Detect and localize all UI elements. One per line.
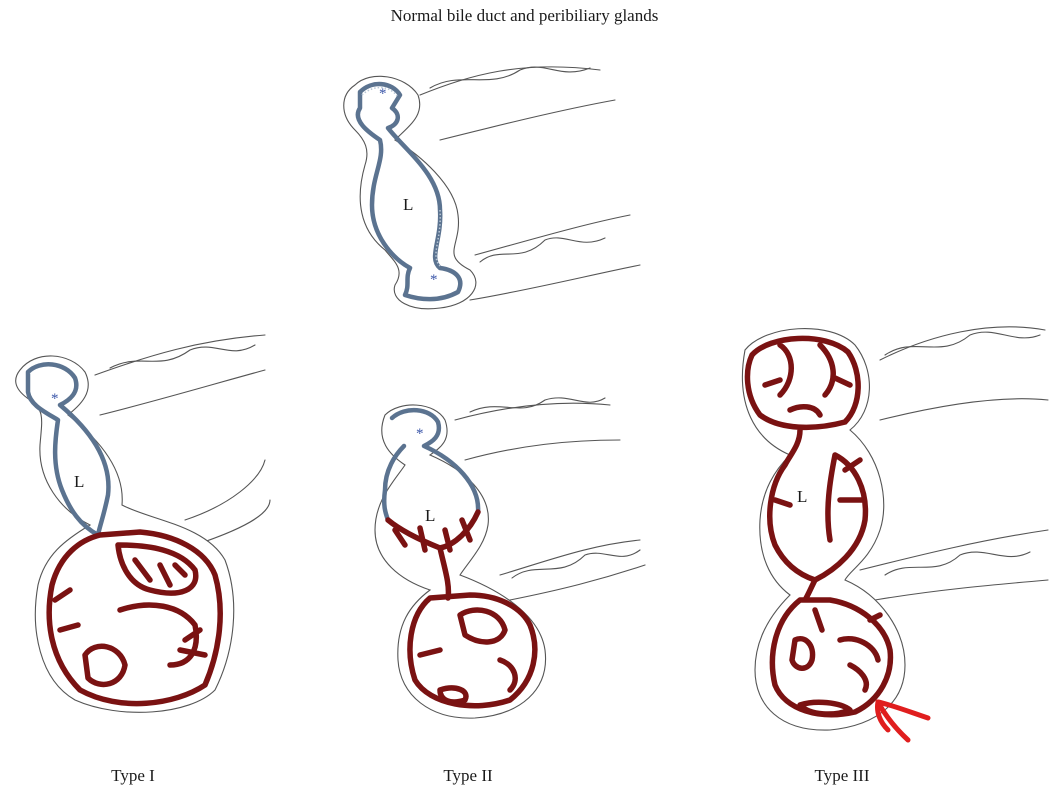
type3-diagram: L xyxy=(742,327,1048,740)
type1-diagram: L * xyxy=(16,335,270,712)
type3-lumen-label: L xyxy=(797,487,807,506)
type2-lumen-label: L xyxy=(425,506,435,525)
normal-gland-marker-bottom: * xyxy=(430,272,438,288)
type2-diagram: L * xyxy=(375,398,645,718)
type1-caption: Type I xyxy=(53,766,213,786)
type3-duct-outline xyxy=(742,329,905,731)
type2-caption: Type II xyxy=(388,766,548,786)
type3-duct-wall-lines xyxy=(860,327,1048,600)
type1-lumen-label: L xyxy=(74,472,84,491)
type2-gland-marker: * xyxy=(416,426,424,442)
normal-bile-duct-diagram: L * * xyxy=(344,67,640,309)
normal-lumen-label: L xyxy=(403,195,413,214)
normal-gland-marker-top: * xyxy=(379,86,387,102)
type3-caption: Type III xyxy=(762,766,922,786)
type1-gland-marker: * xyxy=(51,391,59,407)
